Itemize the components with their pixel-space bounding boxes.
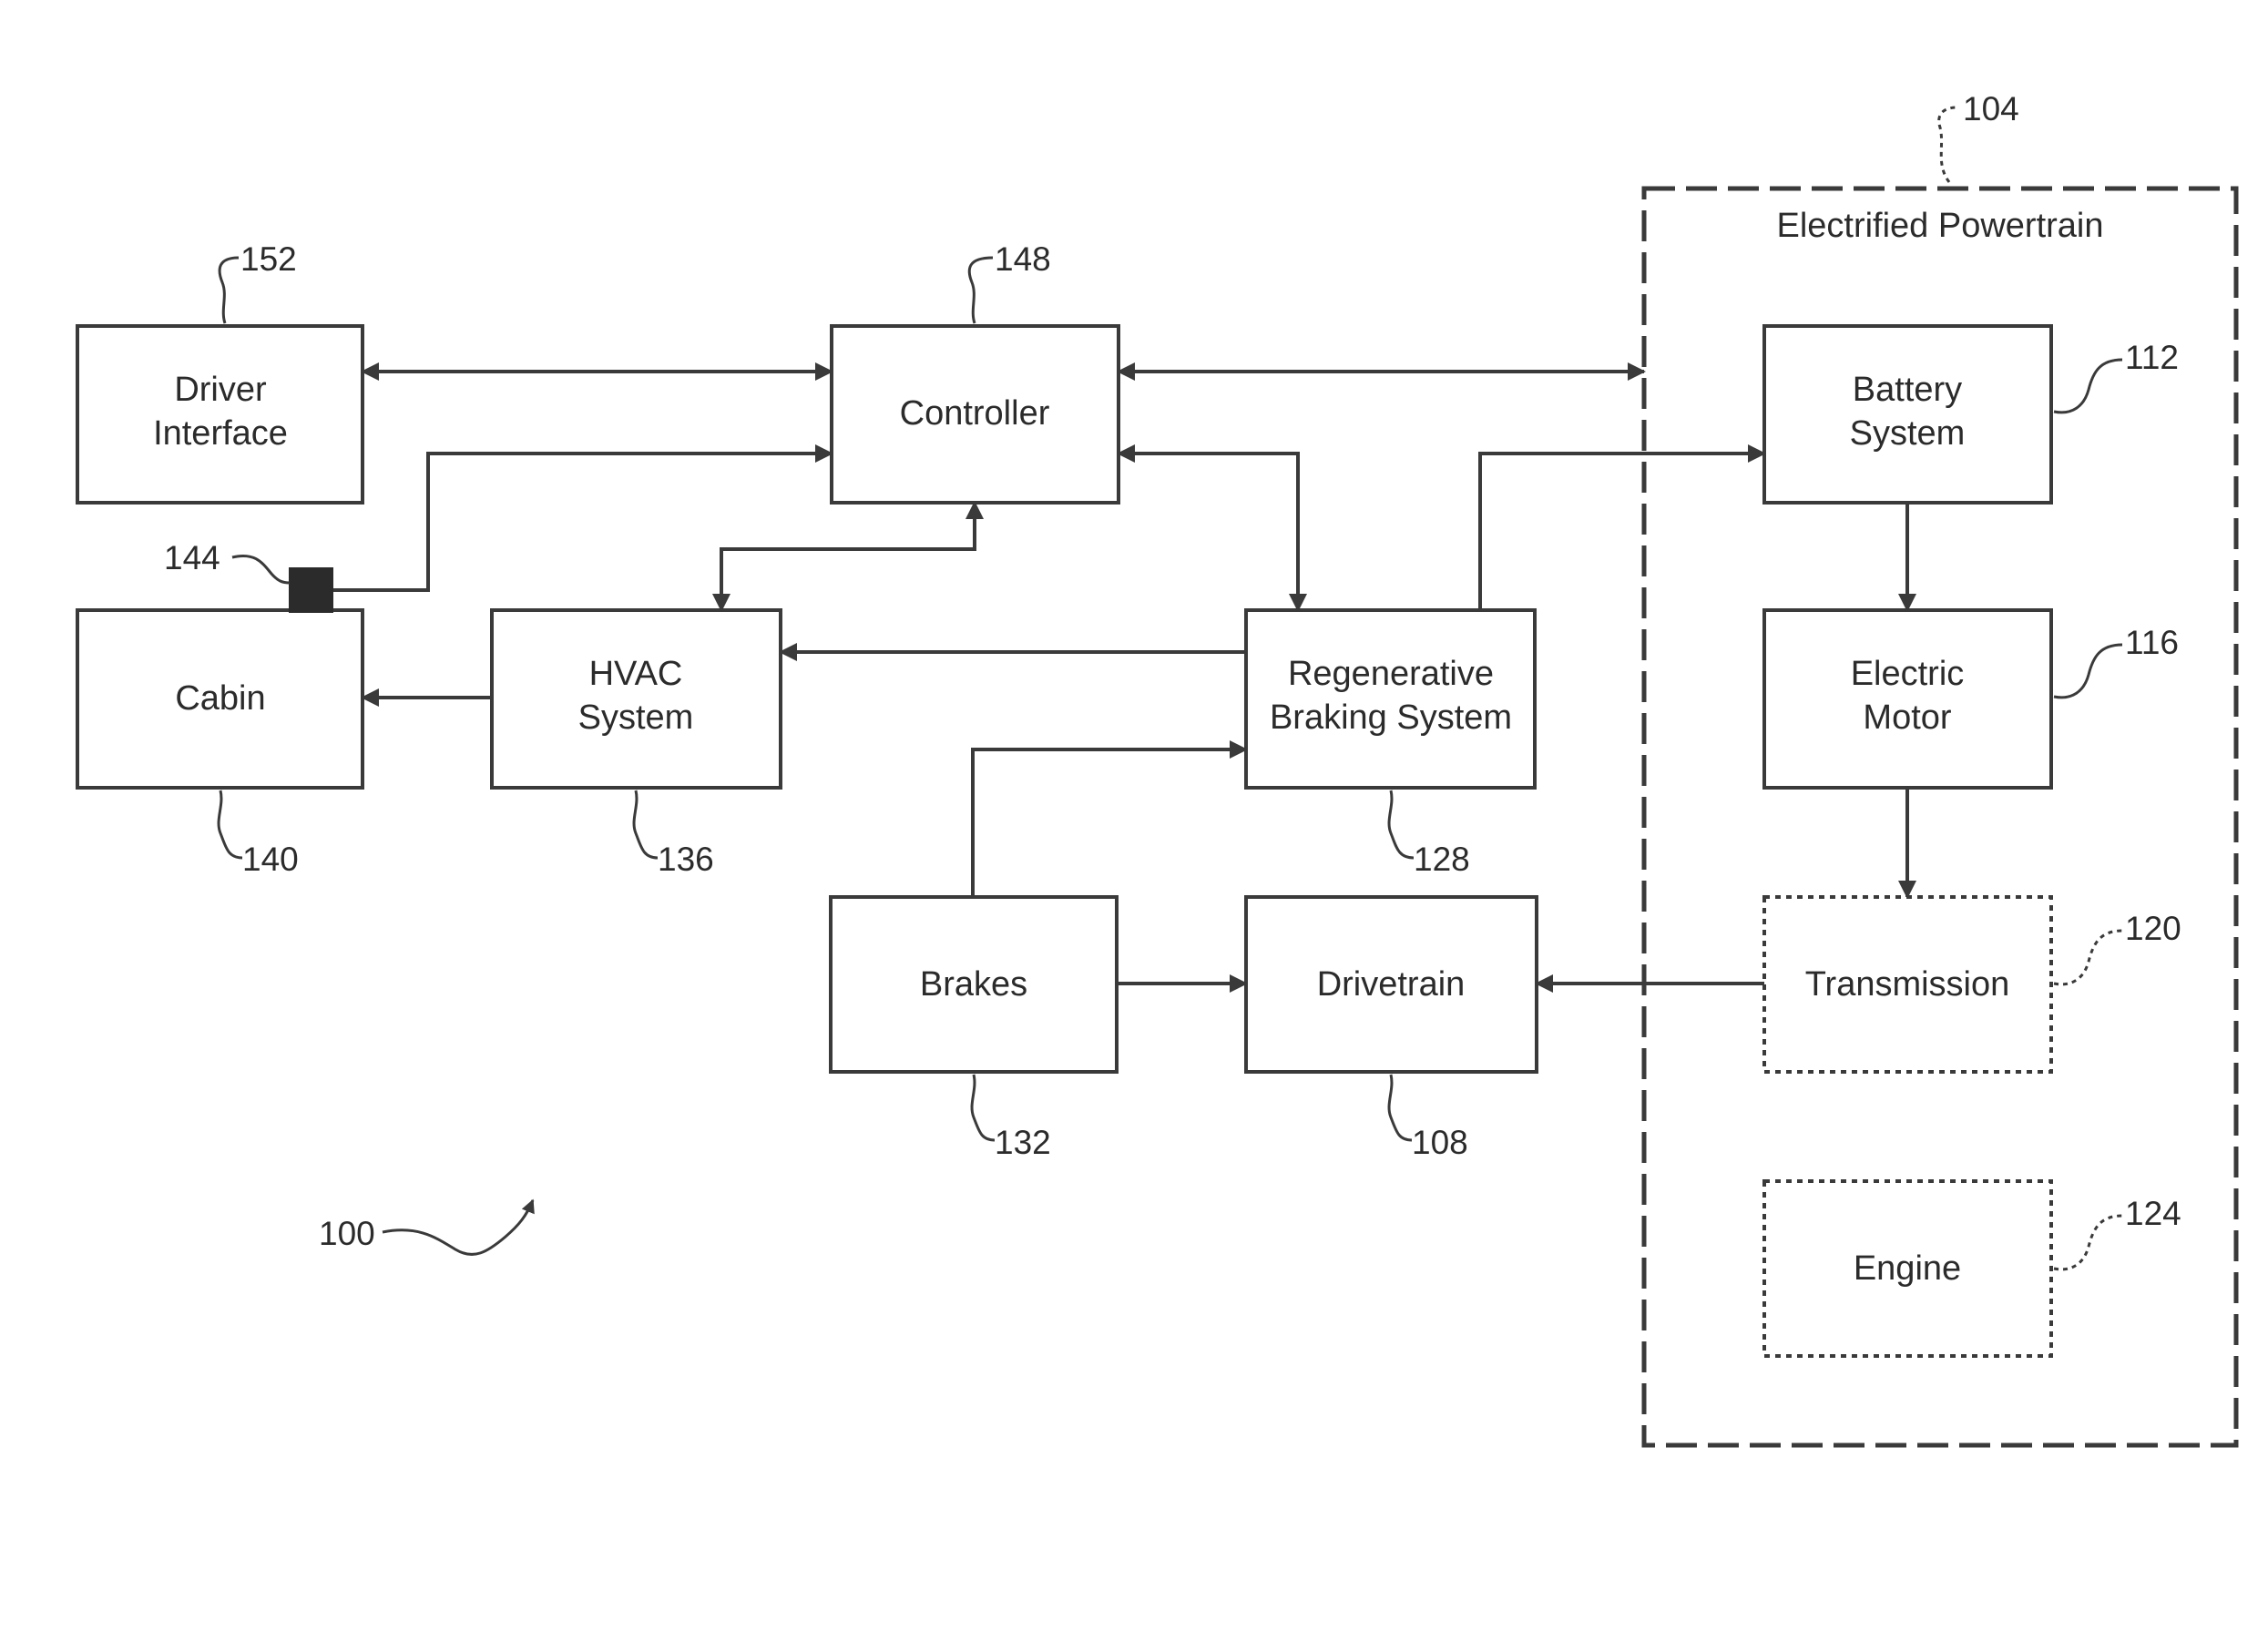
ref-148-leader [969,258,993,323]
ref-116: 116 [2125,624,2179,661]
controller-label: Controller [900,394,1050,433]
ref-116-leader [2054,645,2122,698]
ref-104-leader [1939,107,1956,182]
sensor-controller-link [332,454,832,590]
ref-108-leader [1389,1075,1412,1140]
hvac-system-block: HVAC System [492,610,781,788]
controller-block: Controller [832,326,1119,503]
regen-battery-link [1480,454,1764,610]
ref-144-leader [232,556,290,583]
ref-128: 128 [1414,841,1470,878]
brakes-label: Brakes [920,965,1027,1004]
ref-120-leader [2054,931,2122,984]
ref-140: 140 [242,841,299,878]
drivetrain-block: Drivetrain [1246,897,1537,1072]
engine-label: Engine [1854,1249,1961,1288]
ref-112-leader [2054,360,2122,413]
ref-132-leader [972,1075,995,1140]
transmission-block: Transmission [1764,897,2051,1072]
battery-system-block: Battery System [1764,326,2051,503]
driver-interface-label-line2: Interface [153,414,288,453]
regen-label-line1: Regenerative [1288,655,1494,693]
ref-148: 148 [995,240,1051,278]
ref-152-leader [220,258,239,323]
ref-152: 152 [240,240,297,278]
ref-104: 104 [1963,90,2019,127]
ref-108: 108 [1412,1124,1468,1161]
cabin-label: Cabin [175,679,265,718]
ref-136-leader [634,790,658,858]
ref-112: 112 [2125,339,2179,376]
electric-motor-block: Electric Motor [1764,610,2051,788]
regenerative-braking-block: Regenerative Braking System [1246,610,1535,788]
ref-140-leader [219,790,242,858]
drivetrain-label: Drivetrain [1317,965,1466,1004]
controller-hvac-link [721,503,975,610]
hvac-label-line1: HVAC [589,655,683,693]
brakes-regen-link [973,749,1246,897]
ref-120: 120 [2125,910,2181,947]
motor-label-line1: Electric [1851,655,1965,693]
ref-100-arrow [383,1200,533,1254]
ref-128-leader [1389,790,1414,858]
ref-136: 136 [658,841,714,878]
engine-block: Engine [1764,1181,2051,1356]
ref-124-leader [2054,1216,2122,1269]
cabin-block: Cabin [77,610,363,788]
hvac-label-line2: System [578,698,694,737]
motor-label-line2: Motor [1863,698,1951,737]
driver-interface-label-line1: Driver [174,371,267,409]
ref-144: 144 [164,539,220,576]
battery-label-line1: Battery [1853,371,1962,409]
cabin-sensor-icon [290,568,332,612]
transmission-label: Transmission [1805,965,2010,1004]
ref-132: 132 [995,1124,1051,1161]
controller-regen-link [1119,454,1298,610]
regen-label-line2: Braking System [1270,698,1512,737]
electrified-powertrain-title: Electrified Powertrain [1776,207,2103,245]
brakes-block: Brakes [831,897,1117,1072]
driver-interface-block: Driver Interface [77,326,363,503]
battery-label-line2: System [1850,414,1966,453]
ref-124: 124 [2125,1195,2181,1232]
ref-100: 100 [319,1215,375,1252]
